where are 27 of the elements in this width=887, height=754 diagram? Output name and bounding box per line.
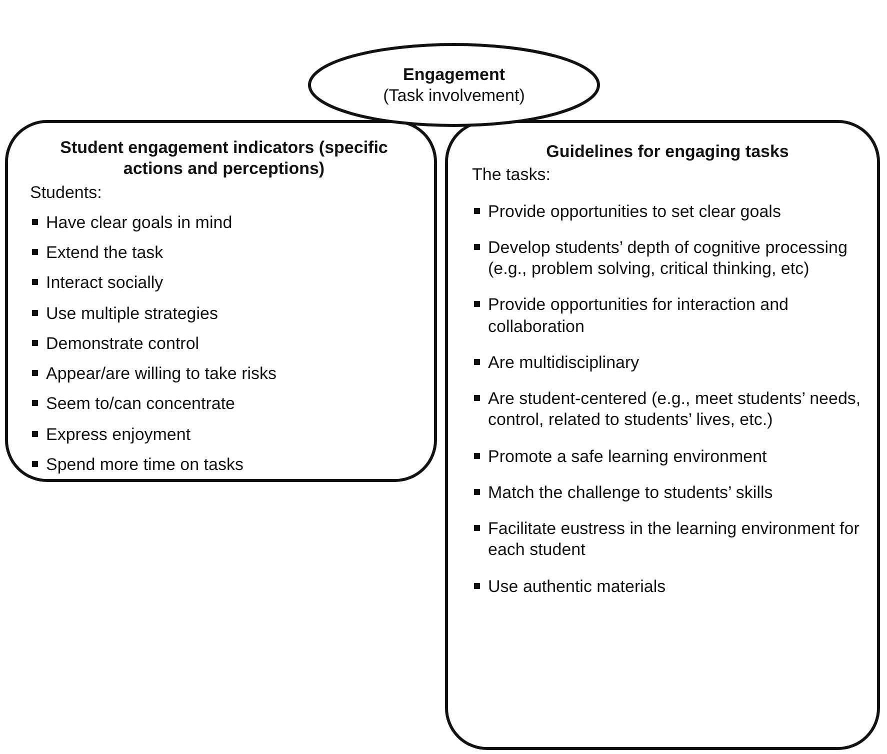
bullet-item: Facilitate eustress in the learning environment for each student [488, 518, 860, 560]
bullet-item: Interact socially [46, 272, 164, 294]
bullet-item: Are multidisciplinary [488, 352, 640, 373]
bullet-item: Demonstrate control [46, 332, 200, 354]
bullet-item: Spend more time on tasks [46, 454, 244, 475]
bullet-item: Are student-centered (e.g., meet students’ needs, control, related to students’ lives, etc.) [488, 388, 862, 430]
node-title: Engagement [402, 64, 506, 85]
panel-heading: Student engagement indicators (specific actions and perceptions) [59, 137, 389, 180]
bullet-item: Extend the task [46, 242, 164, 264]
bullet-item: Use authentic materials [488, 576, 666, 597]
bullet-item: Provide opportunities to set clear goals [488, 200, 781, 222]
bullet-item: Develop students’ depth of cognitive processing (e.g., problem solving, critical thinking, etc) [488, 236, 848, 280]
node-subtitle: (Task involvement) [383, 85, 525, 106]
bullet-item: Provide opportunities for interaction and collaboration [488, 294, 790, 337]
rounded-panel [445, 120, 880, 750]
bullet-item: Promote a safe learning environment [488, 446, 767, 467]
panel-heading: Guidelines for engaging tasks [545, 141, 790, 162]
ellipse-node [308, 43, 600, 127]
bullet-item: Match the challenge to students’ skills [488, 482, 773, 503]
panel-intro: The tasks: [472, 164, 552, 186]
bullet-item: Use multiple strategies [46, 302, 218, 324]
bullet-item: Express enjoyment [46, 424, 191, 445]
bullet-item: Have clear goals in mind [46, 212, 232, 233]
panel-intro: Students: [30, 182, 103, 203]
bullet-item: Appear/are willing to take risks [46, 363, 277, 384]
bullet-item: Seem to/can concentrate [46, 393, 236, 414]
rounded-panel [5, 120, 437, 482]
